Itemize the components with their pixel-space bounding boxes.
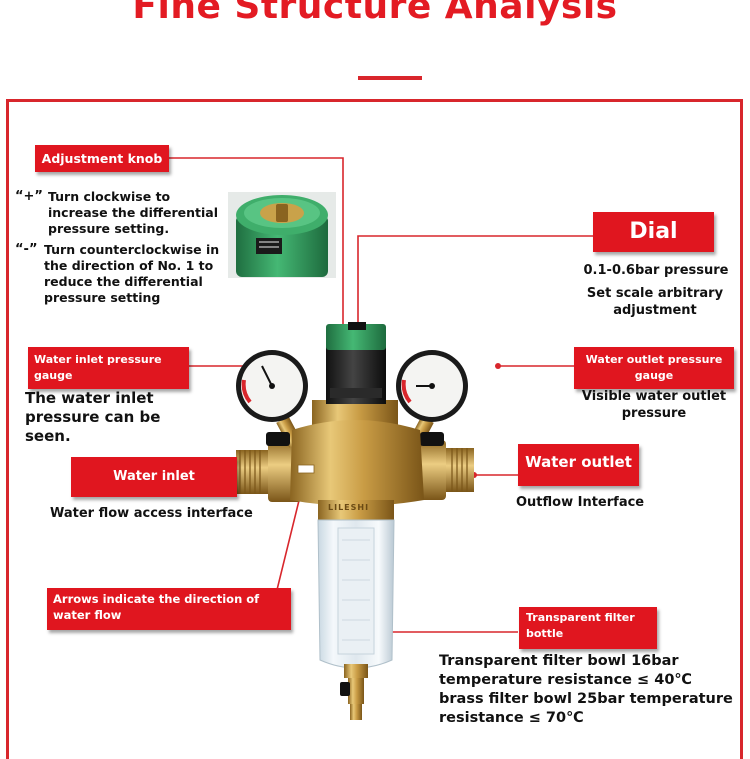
tag-filter-bottle: Transparent filter bottle xyxy=(519,607,657,649)
tag-water-inlet: Water inlet xyxy=(71,457,237,497)
outlet-gauge-description: Visible water outlet pressure xyxy=(581,389,727,421)
inlet-gauge-description: The water inlet pressure can be seen. xyxy=(25,389,161,445)
tag-flow-arrows: Arrows indicate the direction of water f… xyxy=(47,588,291,630)
plus-sign: “+” xyxy=(15,189,43,204)
minus-description: Turn counterclockwise in the direction o… xyxy=(44,242,220,305)
title-underline xyxy=(358,76,422,80)
diagram-frame xyxy=(6,99,743,759)
filter-bottle-description: Transparent filter bowl 16bar temperatur… xyxy=(439,653,733,726)
pressure-regulator xyxy=(326,322,386,404)
tag-outlet-gauge: Water outlet pressure gauge xyxy=(574,347,734,389)
page-title: Fine Structure Analysis xyxy=(132,0,618,27)
knob-inset-photo xyxy=(228,192,336,278)
drain-valve xyxy=(340,664,368,720)
transparent-bowl xyxy=(317,519,395,669)
outlet-gauge xyxy=(396,350,468,422)
water-inlet-description: Water flow access interface xyxy=(50,506,253,521)
leader-dial xyxy=(357,235,593,330)
inlet-cap xyxy=(266,432,290,446)
outlet-cap xyxy=(420,432,444,446)
water-outlet-description: Outflow Interface xyxy=(516,495,645,510)
tag-dial: Dial xyxy=(593,212,714,252)
brand-mark: LILESHI xyxy=(328,503,370,512)
dial-adjust-text: Set scale arbitrary adjustment xyxy=(586,286,724,318)
dial-range: 0.1-0.6bar pressure xyxy=(583,263,729,278)
tag-water-outlet: Water outlet xyxy=(518,444,639,486)
brass-body xyxy=(290,400,424,522)
tag-adjustment-knob: Adjustment knob xyxy=(35,145,169,172)
minus-sign: “-” xyxy=(15,242,38,257)
inlet-gauge xyxy=(236,350,308,422)
leader-adjustment-knob xyxy=(169,157,344,330)
tag-inlet-gauge: Water inlet pressure gauge xyxy=(28,347,189,389)
plus-description: Turn clockwise to increase the different… xyxy=(48,189,219,236)
